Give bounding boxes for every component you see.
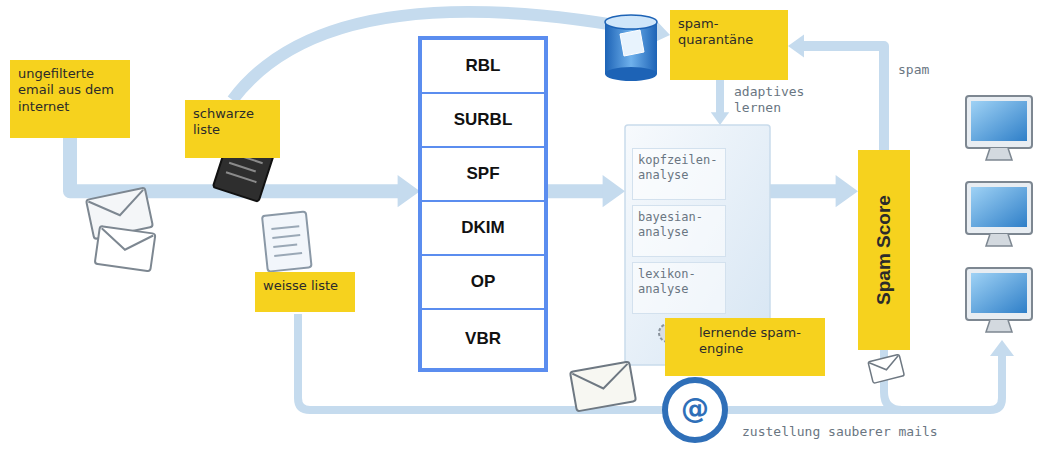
edge-label: spam [896,62,931,78]
score-label: Spam Score [873,195,895,305]
quarantine-database [605,15,657,81]
input-box: ungefilterte email aus dem internet [10,60,130,138]
arrowhead [711,112,729,125]
node-label: DKIM [461,218,504,238]
analysis-box: bayesian-analyse [632,205,726,257]
computer-icons [966,96,1032,332]
filter-cell: DKIM [422,202,544,256]
node-label: VBR [465,329,501,349]
at-circle [665,380,725,440]
flow-connector [233,12,671,100]
node-label: schwarze liste [193,106,272,139]
node-label: ungefilterte email aus dem internet [18,66,122,115]
connector-line [546,184,605,198]
flow-connector [546,175,625,207]
whitelist-box: weisse liste [255,272,355,312]
connector-line [716,80,724,113]
node-label: OP [471,272,496,292]
connector-line [770,184,838,198]
whitelist-document [262,211,312,271]
node-label: SPF [466,164,499,184]
quarantine-box: spam-quarantäne [670,10,788,80]
node-label: spam-quarantäne [678,16,780,49]
connector-line [233,12,654,100]
analysis-box: kopfzeilen-analyse [632,148,726,200]
node-label: bayesian-analyse [638,210,720,240]
node-label: weisse liste [263,278,347,294]
connector-line [802,46,884,150]
score-bar: Spam Score [858,150,910,350]
arrowhead [836,175,858,207]
node-label: SURBL [454,110,513,130]
filter-cell: SURBL [422,94,544,148]
filter-cell: OP [422,256,544,310]
edge-label: adaptives lernen [732,84,808,115]
arrowhead [603,175,625,207]
filter-cell: VBR [422,310,544,368]
node-label: RBL [466,56,501,76]
arrowhead [398,175,420,207]
envelope-icons [86,188,155,272]
delivery-label: zustellung sauberer mails [742,424,938,440]
arrowhead [788,35,804,58]
node-label: lexikon-analyse [638,267,720,297]
blacklist-box: schwarze liste [185,100,280,158]
analysis-box: lexikon-analyse [632,262,726,314]
flow-connector [770,175,858,207]
engine-panel: lernende spam-enginekopfzeilen-analyseba… [625,125,770,365]
node-label: kopfzeilen-analyse [638,153,720,183]
delivery-arrowhead [990,340,1014,356]
filter-cell: RBL [422,40,544,94]
flow-connector [711,80,729,125]
engine-label: lernende spam-engine [665,318,825,376]
filter-column-frame [420,38,546,370]
filter-cell: SPF [422,148,544,202]
at-sign: @ [680,390,710,428]
